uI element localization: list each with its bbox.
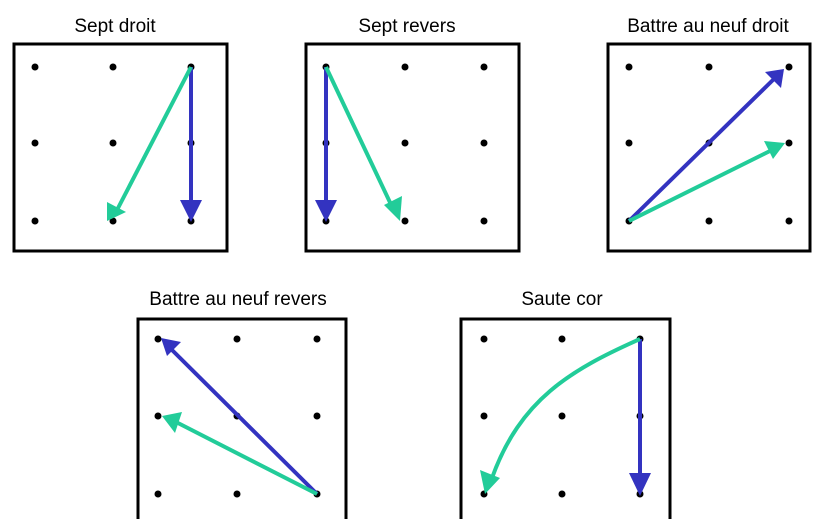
panel-sept-droit: Sept droit	[12, 16, 229, 253]
dot-grid	[31, 63, 195, 225]
dot-grid	[625, 63, 793, 225]
panel-title: Sept revers	[358, 16, 455, 37]
panel-frame	[606, 42, 812, 253]
arrow-head	[480, 470, 500, 494]
panel-saute-cor: Saute cor	[459, 289, 672, 519]
panel-frame	[304, 42, 521, 253]
panel-title: Sept droit	[74, 16, 156, 37]
panel-title: Saute cor	[521, 289, 603, 310]
panel-battre-au-neuf-revers: Battre au neuf revers	[136, 289, 348, 519]
panel-frame	[459, 317, 672, 519]
arrow-head	[629, 473, 651, 496]
panel-sept-revers: Sept revers	[304, 16, 521, 253]
dot-grid	[322, 63, 488, 225]
panel-title: Battre au neuf droit	[627, 16, 789, 37]
arrow-green	[175, 420, 318, 496]
arrow-green	[114, 66, 193, 213]
arrow-head	[764, 141, 785, 159]
dot-grid	[480, 335, 644, 498]
arrow-green	[490, 337, 641, 479]
arrow-head	[161, 338, 181, 356]
dot-grid	[154, 335, 321, 498]
arrow-head	[180, 200, 202, 222]
panel-frame	[12, 42, 229, 253]
panel-title: Battre au neuf revers	[149, 289, 326, 310]
arrow-blue	[168, 346, 319, 496]
arrow-head	[162, 412, 182, 433]
arrow-head	[107, 202, 126, 221]
arrow-green	[628, 145, 779, 223]
arrow-head	[384, 196, 402, 221]
arrow-head	[315, 200, 337, 222]
arrow-blue	[627, 73, 780, 223]
panel-battre-au-neuf-droit: Battre au neuf droit	[606, 16, 812, 253]
arrow-head	[765, 69, 784, 88]
arrow-green	[324, 66, 397, 214]
panel-frame	[136, 317, 348, 519]
